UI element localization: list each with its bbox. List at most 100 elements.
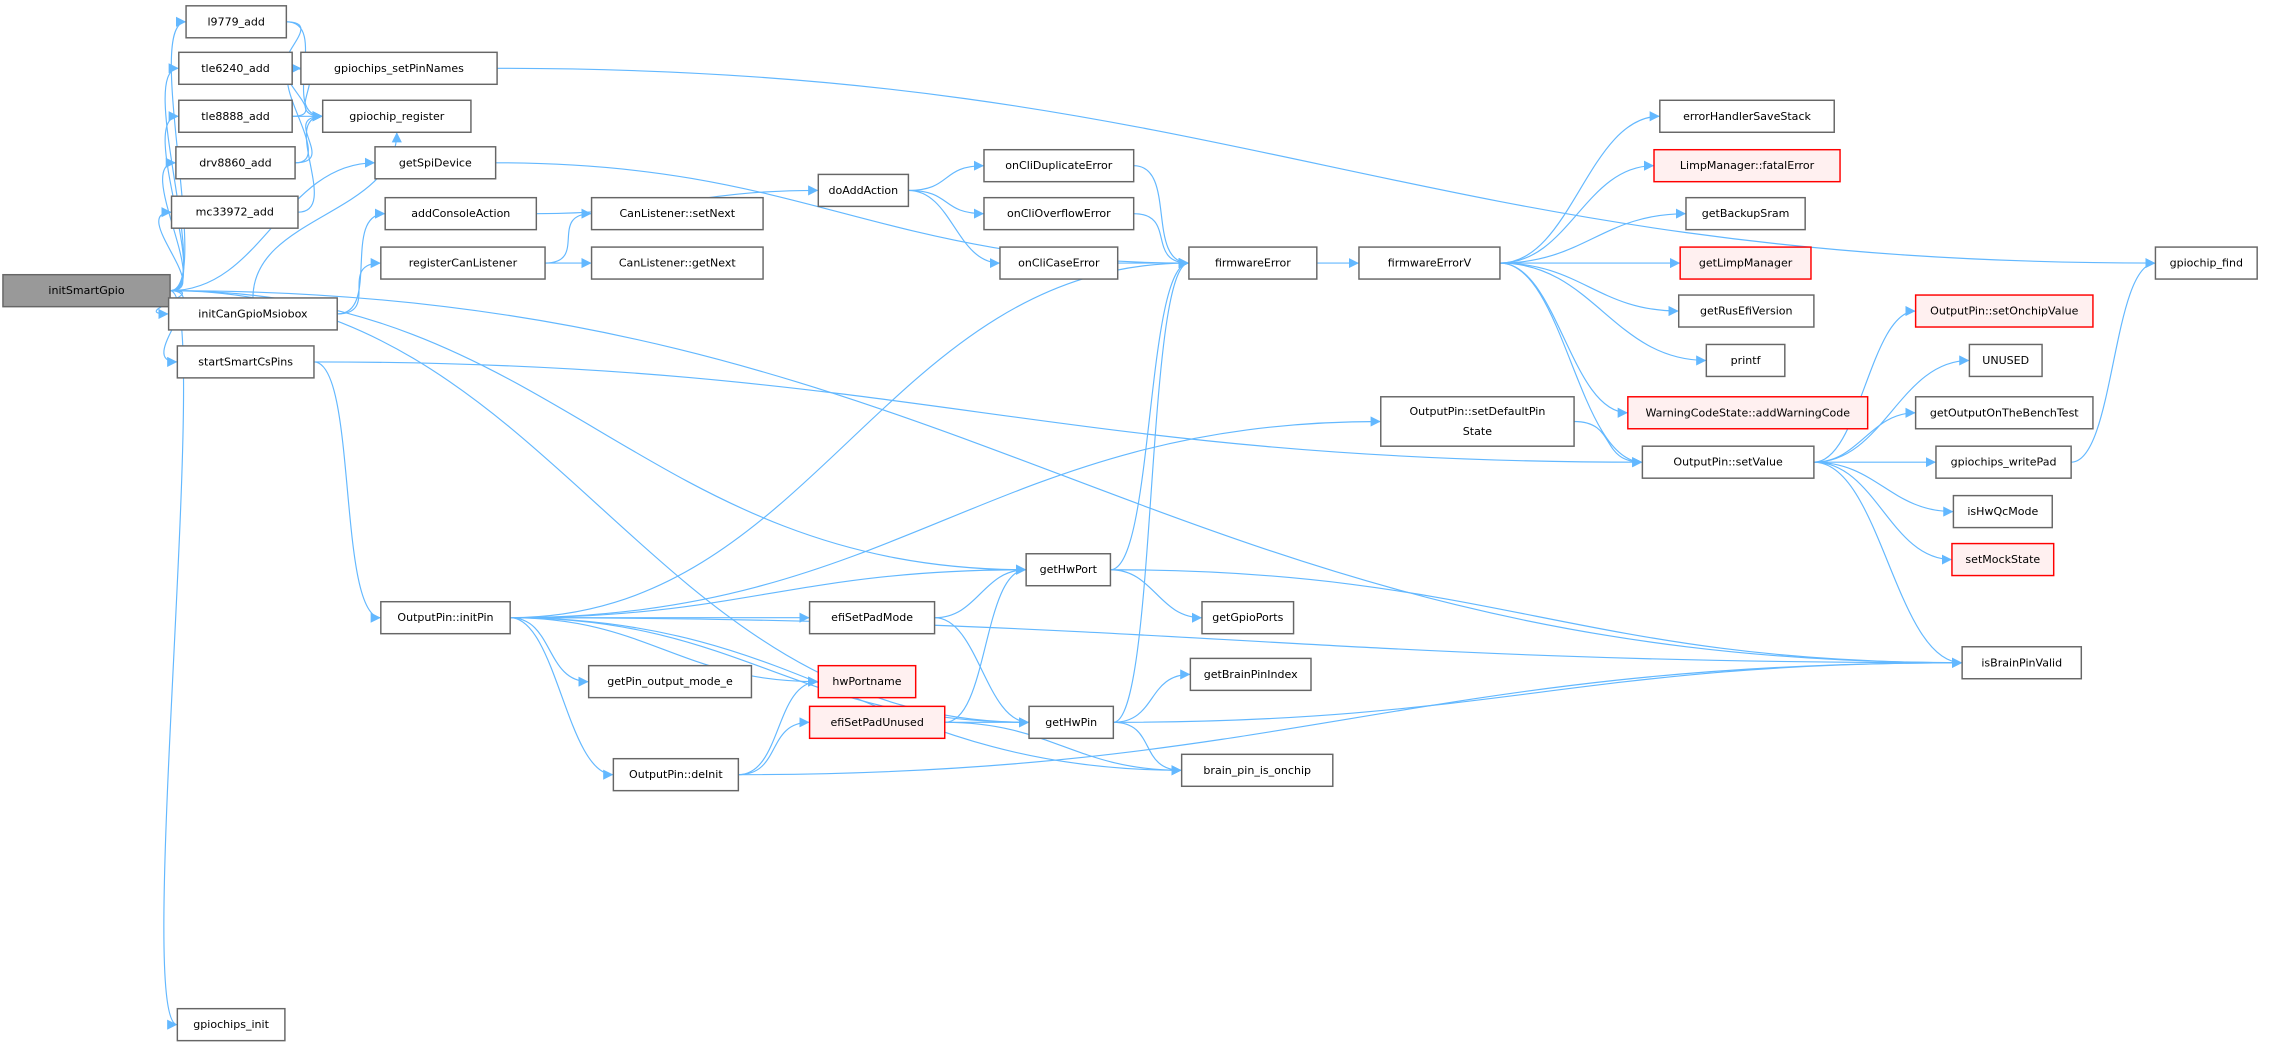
node-label: State [1463, 425, 1492, 438]
node-onclioverflowerror[interactable]: onCliOverflowError [983, 196, 1135, 231]
node-brain-pin-is-onchip[interactable]: brain_pin_is_onchip [1180, 753, 1334, 788]
edge-initCanGpioMsiobox-to-registerCanListener [337, 257, 381, 315]
node-box [1189, 657, 1312, 692]
edge-onCliDuplicateError-to-firmwareError [1133, 165, 1189, 269]
node-setmockstate[interactable]: setMockState [1951, 542, 2055, 577]
node-getlimpmanager[interactable]: getLimpManager [1679, 246, 1812, 280]
node-label: drv8860_add [199, 156, 271, 169]
node-getbackupsram[interactable]: getBackupSram [1685, 196, 1806, 231]
node-l9779-add[interactable]: l9779_add [185, 5, 288, 39]
edge-getHwPin-to-getBrainPinIndex [1113, 669, 1191, 723]
edge-getHwPort-to-getGpioPorts [1110, 569, 1202, 623]
node-box [1685, 196, 1806, 231]
node-box [817, 173, 910, 208]
node-getoutputonthebenchtest[interactable]: getOutputOnTheBenchTest [1914, 396, 2094, 430]
node-deinit[interactable]: OutputPin::deInit [612, 757, 740, 792]
node-label: OutputPin::setOnchipValue [1930, 305, 2078, 318]
node-hwportname[interactable]: hwPortname [817, 664, 917, 699]
node-firmwareerrorv[interactable]: firmwareErrorV [1358, 246, 1501, 280]
node-box [167, 297, 338, 331]
node-label: getBackupSram [1702, 207, 1790, 220]
edge-getHwPort-to-isBrainPinValid [1110, 569, 1963, 668]
node-efisetpadunused[interactable]: efiSetPadUnused [808, 705, 946, 740]
node-label: UNUSED [1982, 354, 2029, 367]
edge-firmwareErrorV-to-errorHandlerSaveStack [1499, 111, 1660, 264]
edge-setValue-to-setOnchipValue [1813, 305, 1916, 463]
node-label: gpiochips_setPinNames [334, 62, 464, 75]
node-box [1679, 246, 1812, 280]
edge-deInit-to-isBrainPinValid [738, 657, 1963, 776]
node-label: WarningCodeState::addWarningCode [1645, 406, 1850, 419]
node-gpiochip-register[interactable]: gpiochip_register [321, 99, 472, 133]
node-getgpioports[interactable]: getGpioPorts [1201, 600, 1295, 635]
node-isbrainpinvalid[interactable]: isBrainPinValid [1961, 646, 2083, 680]
node-getnext[interactable]: CanListener::getNext [590, 246, 764, 280]
node-gethwpin[interactable]: getHwPin [1028, 705, 1115, 740]
node-efisetpadmode[interactable]: efiSetPadMode [808, 600, 936, 635]
edge-initPin-to-getHwPort [510, 564, 1027, 619]
node-box [178, 99, 293, 133]
node-gpiochips-writepad[interactable]: gpiochips_writePad [1935, 445, 2072, 479]
node-getrusefiversion[interactable]: getRusEfiVersion [1677, 294, 1815, 328]
edge-firmwareErrorV-to-setValue [1499, 262, 1643, 468]
node-initpin[interactable]: OutputPin::initPin [380, 600, 511, 635]
node-label: l9779_add [207, 15, 264, 28]
edge-doAddAction-to-onCliDuplicateError [908, 160, 984, 191]
node-ishwqcmode[interactable]: isHwQcMode [1952, 494, 2053, 529]
node-getpin-output-mode-e[interactable]: getPin_output_mode_e [587, 664, 753, 699]
edge-doAddAction-to-onCliOverflowError [908, 189, 984, 219]
edge-setValue-to-UNUSED [1813, 355, 1970, 463]
node-box [1961, 646, 2083, 680]
node-box [1705, 343, 1786, 378]
node-mc33972-add[interactable]: mc33972_add [170, 195, 299, 229]
node-label: OutputPin::initPin [397, 611, 493, 624]
node-initcangpiomsiobox[interactable]: initCanGpioMsiobox [167, 297, 338, 331]
edge-startSmartCsPins-to-initPin [313, 361, 381, 623]
node-label: getGpioPorts [1212, 611, 1283, 624]
node-addconsoleaction[interactable]: addConsoleAction [384, 196, 538, 231]
edge-doAddAction-to-onCliCaseError [908, 189, 1000, 269]
node-tle6240-add[interactable]: tle6240_add [178, 51, 293, 86]
node-setonchipvalue[interactable]: OutputPin::setOnchipValue [1914, 294, 2094, 328]
node-label: getBrainPinIndex [1204, 668, 1298, 681]
node-registercanlistener[interactable]: registerCanListener [380, 246, 546, 280]
node-printf[interactable]: printf [1705, 343, 1786, 378]
node-oncliduplicateerror[interactable]: onCliDuplicateError [983, 148, 1135, 183]
node-gethwport[interactable]: getHwPort [1025, 553, 1112, 587]
node-startsmartcspins[interactable]: startSmartCsPins [176, 345, 315, 379]
node-label: isHwQcMode [1967, 505, 2038, 518]
node-box [587, 664, 753, 699]
node-label: tle6240_add [201, 62, 270, 75]
node-gpiochips-setpinnames[interactable]: gpiochips_setPinNames [300, 51, 498, 86]
node-initsmartgpio[interactable]: initSmartGpio [2, 273, 171, 308]
node-addwarningcode[interactable]: WarningCodeState::addWarningCode [1627, 396, 1869, 430]
node-getspidevice[interactable]: getSpiDevice [374, 146, 497, 180]
node-gpiochips-init[interactable]: gpiochips_init [176, 1007, 286, 1042]
node-setvalue[interactable]: OutputPin::setValue [1641, 445, 1815, 479]
node-tle8888-add[interactable]: tle8888_add [178, 99, 293, 133]
node-unused[interactable]: UNUSED [1968, 343, 2043, 378]
edge-initPin-to-getPin_output_mode_e [510, 617, 589, 687]
node-setnext[interactable]: CanListener::setNext [590, 196, 764, 231]
node-errorhandlersavestack[interactable]: errorHandlerSaveStack [1659, 99, 1835, 133]
edge-efiSetPadMode-to-getHwPin [934, 617, 1030, 728]
edge-firmwareErrorV-to-printf [1499, 262, 1707, 366]
node-getbrainpinindex[interactable]: getBrainPinIndex [1189, 657, 1312, 692]
edge-initSmartGpio-to-mc33972_add [158, 207, 184, 292]
node-label: isBrainPinValid [1981, 656, 2062, 669]
node-label: hwPortname [832, 675, 901, 688]
node-box [983, 196, 1135, 231]
node-doaddaction[interactable]: doAddAction [817, 173, 910, 208]
node-drv8860-add[interactable]: drv8860_add [175, 146, 296, 180]
edge-deInit-to-hwPortname [738, 676, 819, 776]
edge-initPin-to-hwPortname [510, 617, 819, 687]
node-gpiochip-find[interactable]: gpiochip_find [2154, 246, 2258, 280]
node-onclicaseerror[interactable]: onCliCaseError [999, 246, 1119, 280]
edge-onCliOverflowError-to-firmwareError [1133, 213, 1189, 269]
node-firmwareerror[interactable]: firmwareError [1188, 246, 1318, 280]
edge-initPin-to-deInit [510, 617, 614, 780]
node-fatalerror[interactable]: LimpManager::fatalError [1653, 148, 1841, 183]
node-box [1201, 600, 1295, 635]
